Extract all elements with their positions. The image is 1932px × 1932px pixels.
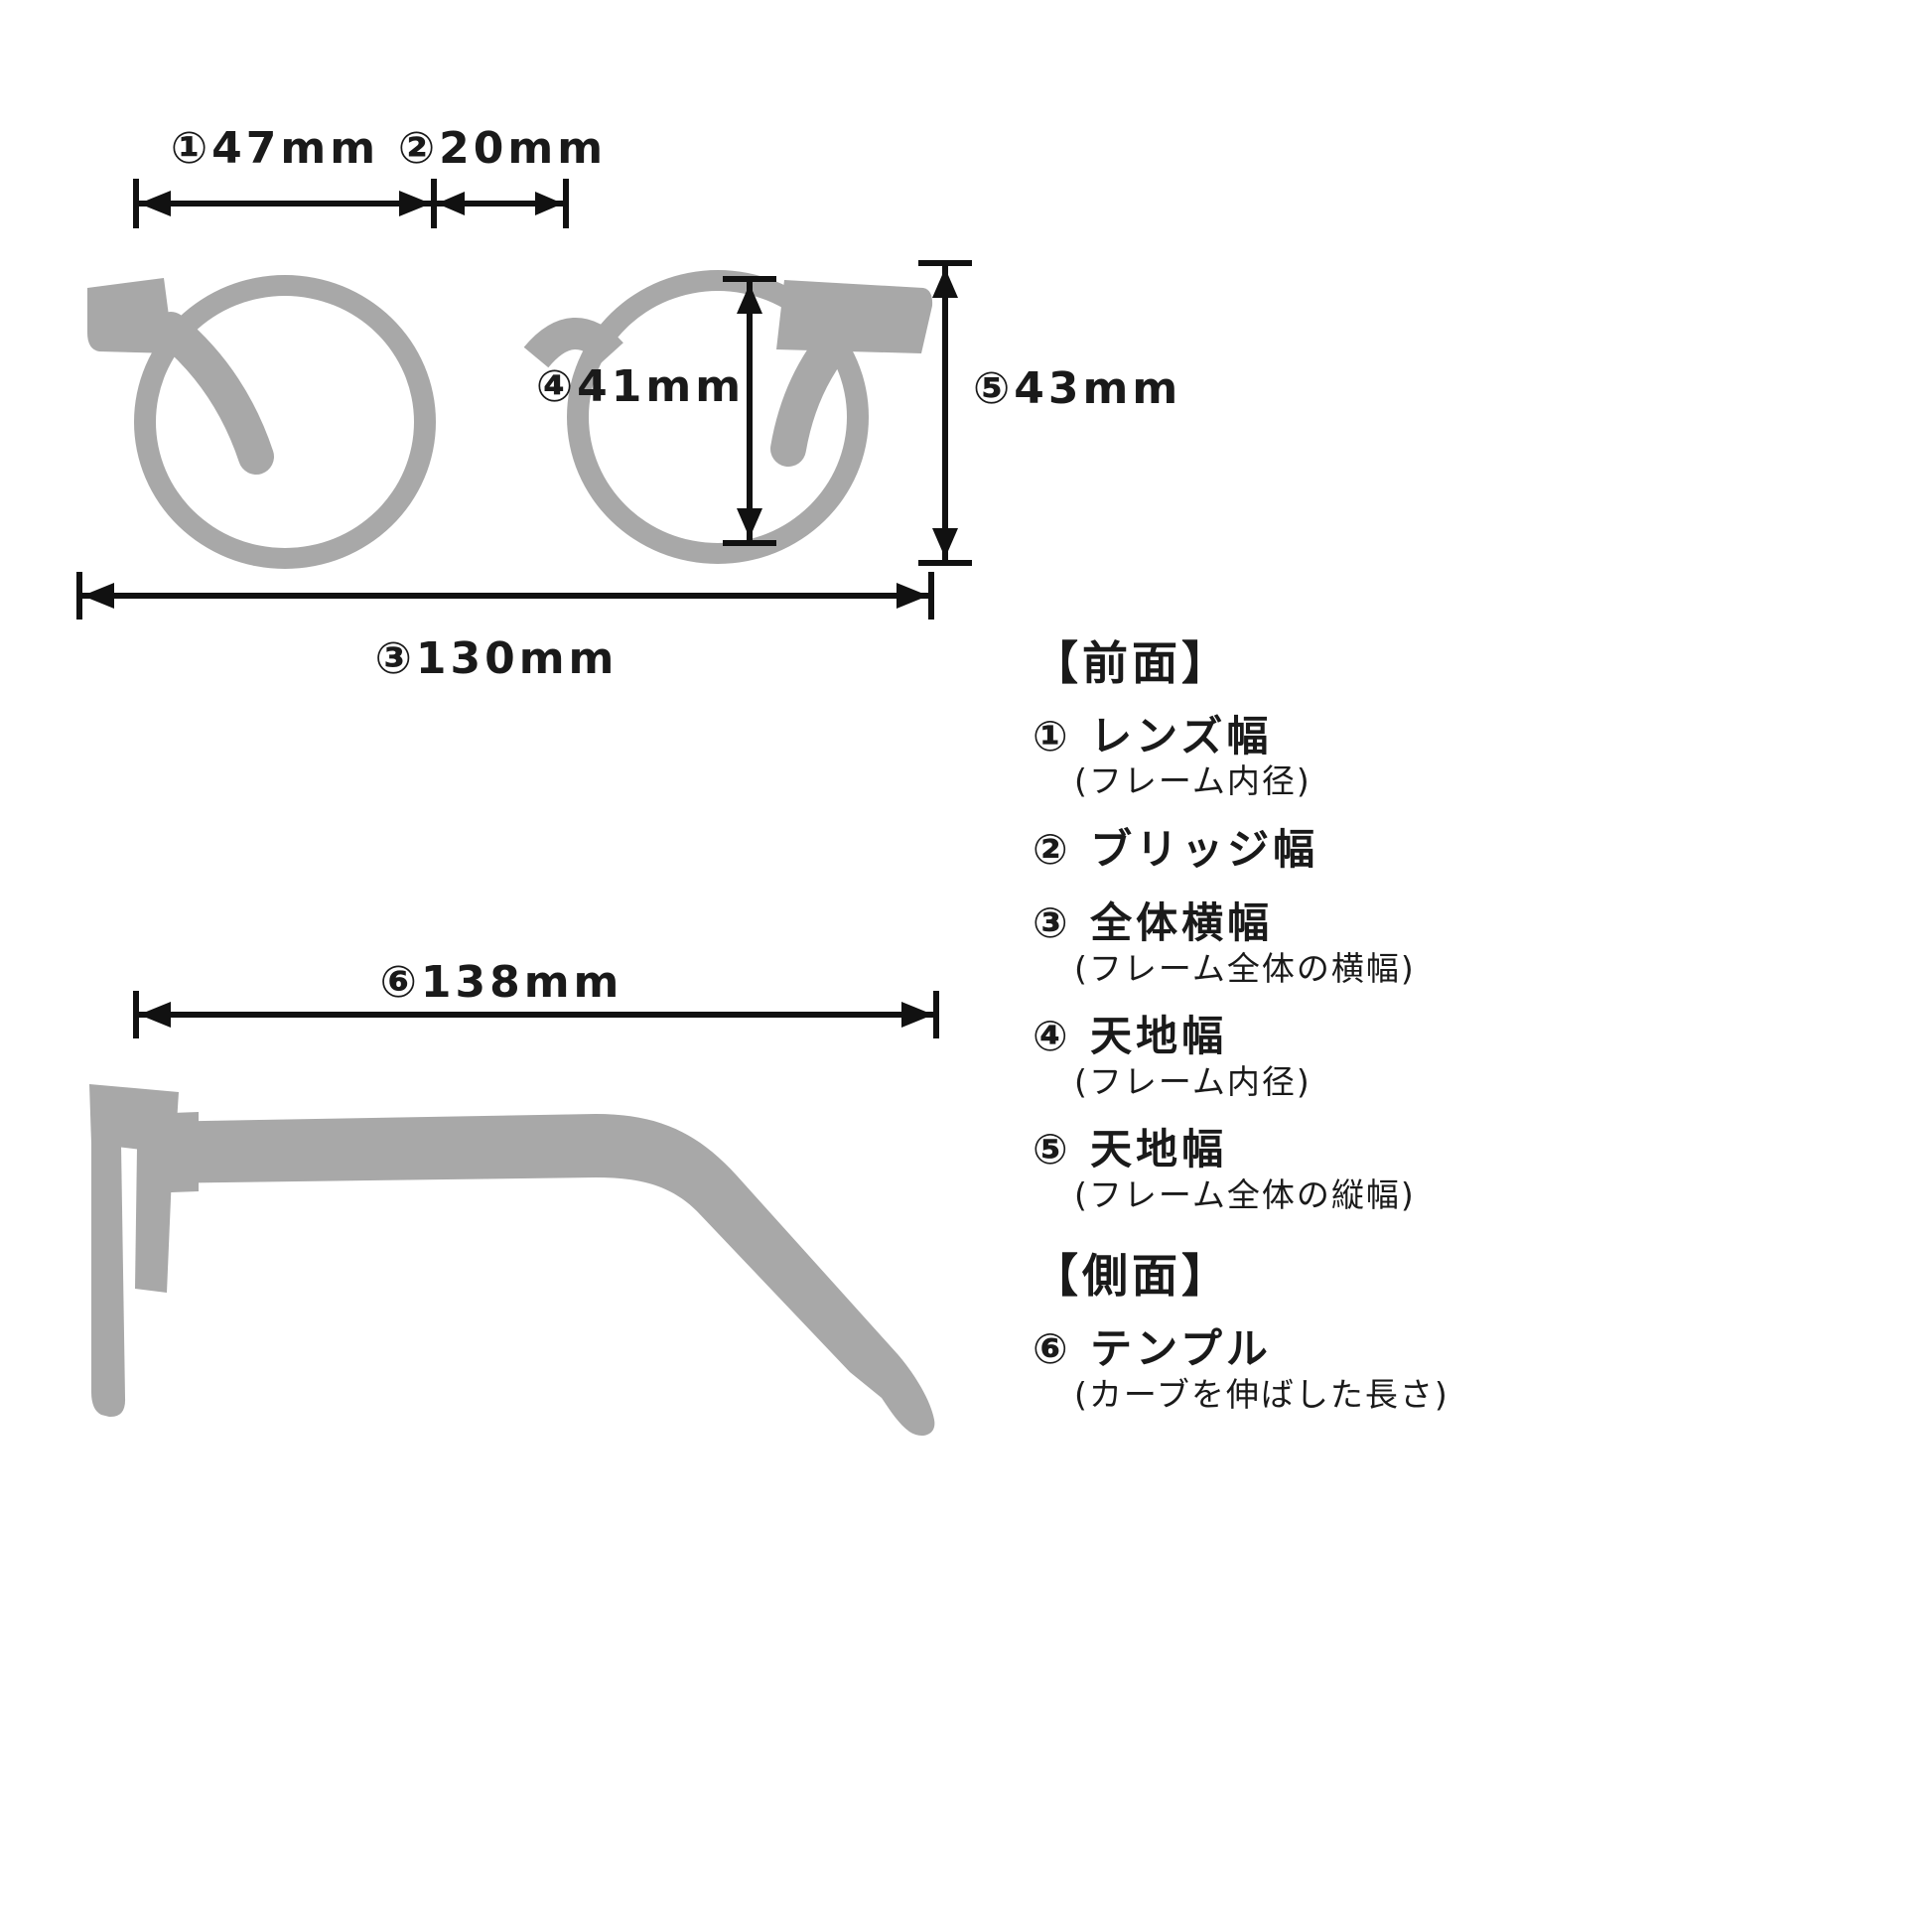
side-front-edge [91, 1142, 126, 1418]
dim-label-total-width: ③130mm [374, 633, 619, 684]
legend-item-temple-length: ⑥ テンプル (カーブを伸ばした長さ) [1033, 1324, 1708, 1414]
side-temple-arm [149, 1114, 935, 1436]
front-bridge [523, 318, 623, 368]
dim-line-lens-width [133, 179, 437, 228]
dim-line-total-width [76, 572, 934, 620]
legend-item-bridge-width: ② ブリッジ幅 [1033, 825, 1708, 875]
legend-item-lens-height: ④ 天地幅 (フレーム内径) [1033, 1012, 1708, 1101]
legend-item-label: ① レンズ幅 [1033, 711, 1273, 760]
legend-front-header: 【前面】 [1033, 636, 1231, 690]
legend-item-frame-height: ⑤ 天地幅 (フレーム全体の縦幅) [1033, 1125, 1708, 1214]
legend-item-label: ⑥ テンプル [1033, 1324, 1272, 1374]
legend-item-total-width: ③ 全体横幅 (フレーム全体の横幅) [1033, 898, 1708, 988]
front-left-endpiece [87, 278, 174, 353]
legend-item-note: (フレーム全体の縦幅) [1074, 1174, 1416, 1214]
legend-side-header: 【側面】 [1033, 1249, 1231, 1304]
legend-item-note: (フレーム内径) [1074, 1061, 1311, 1101]
dim-line-temple-length [133, 991, 939, 1038]
dim-line-frame-height [918, 260, 972, 566]
legend-item-note: (フレーム内径) [1074, 761, 1311, 801]
dim-line-bridge-width [434, 179, 569, 228]
dim-label-lens-height: ④41mm [535, 361, 746, 412]
dim-label-frame-height: ⑤43mm [973, 363, 1182, 414]
dim-label-bridge-width: ②20mm [397, 123, 608, 174]
side-view-silhouette [89, 1084, 935, 1436]
legend-item-note: (フレーム全体の横幅) [1074, 948, 1416, 988]
dim-label-temple-length: ⑥138mm [379, 957, 623, 1008]
front-view-silhouette [87, 270, 933, 569]
front-right-temple-tip [770, 314, 862, 467]
dim-label-lens-width: ①47mm [170, 123, 380, 174]
legend-item-note: (カーブを伸ばした長さ) [1074, 1374, 1449, 1414]
legend-item-lens-width: ① レンズ幅 (フレーム内径) [1033, 712, 1708, 801]
legend-item-label: ② ブリッジ幅 [1033, 824, 1319, 874]
legend-item-label: ⑤ 天地幅 [1033, 1125, 1228, 1174]
side-hinge-block [145, 1112, 199, 1193]
legend-item-label: ③ 全体横幅 [1033, 898, 1274, 948]
dim-line-lens-height [723, 276, 776, 546]
legend-item-label: ④ 天地幅 [1033, 1012, 1228, 1061]
legend: 【前面】 ① レンズ幅 (フレーム内径) ② ブリッジ幅 ③ 全体横幅 (フレー… [1033, 637, 1708, 1438]
front-left-temple-tip [153, 312, 274, 475]
dimension-lines [76, 179, 972, 1038]
front-right-endpiece [776, 280, 933, 353]
